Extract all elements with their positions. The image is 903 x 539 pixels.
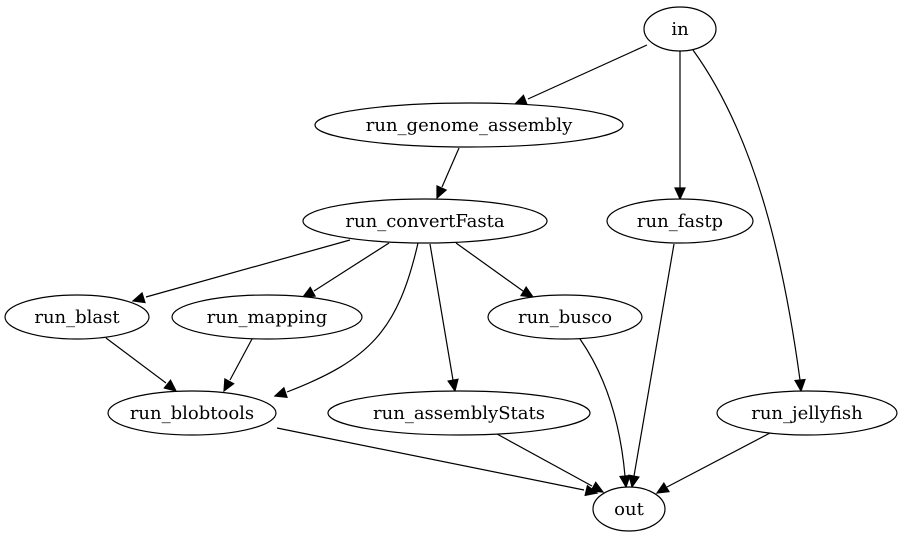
edge-line: [276, 427, 585, 491]
edge-line: [313, 242, 390, 292]
edge-run_blast-to-run_blobtools: [105, 337, 178, 392]
edge-line: [496, 433, 593, 487]
node-run-blobtools: run_blobtools: [107, 390, 277, 436]
node-label: run_fastp: [637, 211, 723, 232]
edge-line: [145, 239, 351, 298]
node-ellipse: [487, 294, 643, 340]
node-run-jellyfish: run_jellyfish: [716, 390, 898, 436]
node-ellipse: [592, 486, 666, 532]
edge-run_fastp-to-out: [628, 243, 675, 489]
node-ellipse: [302, 198, 548, 244]
edge-line: [579, 338, 626, 477]
node-ellipse: [716, 390, 898, 436]
arrowhead: [223, 377, 235, 393]
node-ellipse: [171, 294, 363, 340]
node-run-fastp: run_fastp: [606, 198, 754, 244]
node-label: out: [614, 499, 644, 520]
edge-line: [429, 243, 454, 381]
arrowhead: [273, 386, 288, 398]
edge-run_jellyfish-to-out: [655, 432, 771, 494]
arrowhead: [619, 474, 631, 489]
node-ellipse: [643, 6, 717, 52]
edge-in-to-run_jellyfish: [692, 49, 806, 393]
node-label: run_jellyfish: [751, 403, 863, 424]
node-run-mapping: run_mapping: [171, 294, 363, 340]
edge-run_convertFasta-to-run_mapping: [301, 242, 390, 298]
node-ellipse: [4, 294, 150, 340]
node-run-convertFasta: run_convertFasta: [302, 198, 548, 244]
edge-run_busco-to-out: [579, 338, 631, 489]
edge-line: [105, 337, 167, 384]
edges-layer: [105, 44, 806, 497]
node-label: run_blast: [34, 307, 120, 328]
edge-line: [229, 338, 253, 381]
edge-run_mapping-to-run_blobtools: [223, 338, 253, 393]
node-run-assemblyStats: run_assemblyStats: [327, 390, 591, 436]
arrowhead: [131, 291, 146, 304]
node-run-genome-assembly: run_genome_assembly: [314, 102, 624, 148]
node-label: in: [671, 19, 689, 40]
node-label: run_genome_assembly: [366, 115, 573, 136]
node-label: run_blobtools: [130, 403, 254, 424]
node-label: run_mapping: [207, 307, 328, 328]
node-label: run_convertFasta: [345, 211, 504, 232]
edge-line: [527, 44, 648, 100]
edge-line: [692, 49, 801, 381]
edge-run_convertFasta-to-run_blobtools: [273, 242, 419, 398]
node-ellipse: [107, 390, 277, 436]
arrowhead: [301, 286, 317, 298]
edge-in-to-run_fastp: [674, 51, 686, 201]
edge-run_convertFasta-to-run_blast: [131, 239, 351, 304]
node-ellipse: [327, 390, 591, 436]
edge-line: [633, 243, 675, 477]
node-label: run_busco: [518, 307, 612, 328]
edge-line: [666, 432, 771, 488]
edge-line: [441, 147, 460, 188]
arrowhead: [589, 481, 605, 493]
edge-run_convertFasta-to-run_busco: [455, 242, 535, 298]
arrowhead: [436, 184, 448, 200]
node-in: in: [643, 6, 717, 52]
node-ellipse: [606, 198, 754, 244]
node-label: run_assemblyStats: [373, 403, 545, 424]
arrowhead: [674, 187, 686, 201]
edge-run_assemblyStats-to-out: [496, 433, 605, 493]
arrowhead: [163, 379, 178, 392]
edge-in-to-run_genome_assembly: [513, 44, 648, 106]
arrowhead: [520, 285, 535, 298]
edge-line: [455, 242, 524, 292]
arrowhead: [794, 378, 806, 393]
edge-run_blobtools-to-out: [276, 427, 599, 497]
arrowhead: [513, 94, 528, 106]
arrowhead: [655, 481, 670, 494]
edge-run_genome_assembly-to-run_convertFasta: [436, 147, 460, 200]
node-ellipse: [314, 102, 624, 148]
node-run-blast: run_blast: [4, 294, 150, 340]
arrowhead: [628, 474, 640, 489]
edge-run_convertFasta-to-run_assemblyStats: [429, 243, 459, 393]
edge-line: [286, 242, 419, 393]
arrowhead: [447, 378, 459, 393]
node-out: out: [592, 486, 666, 532]
node-run-busco: run_busco: [487, 294, 643, 340]
